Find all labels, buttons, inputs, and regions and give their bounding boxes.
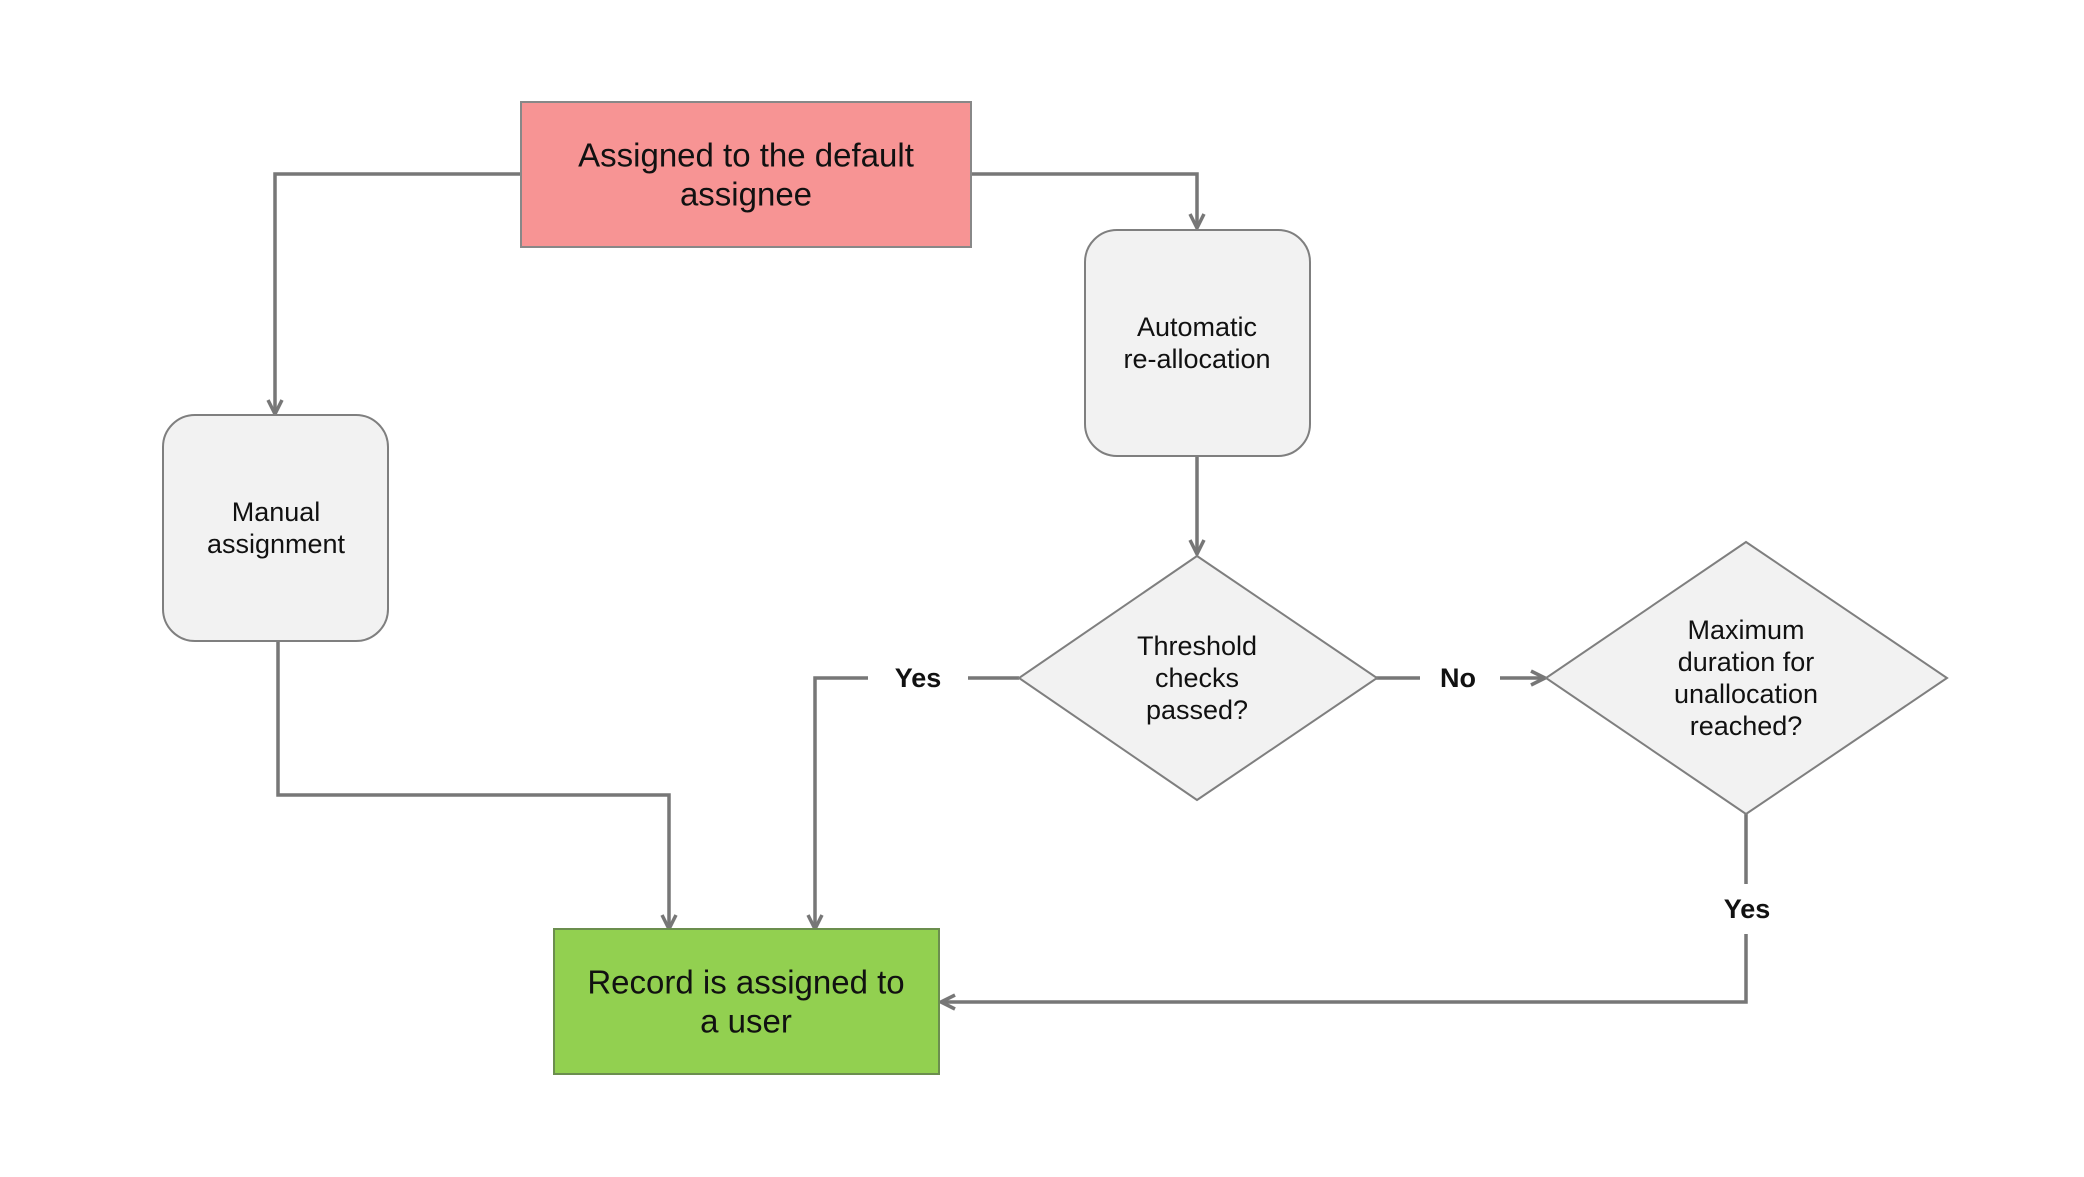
- node-label-line: Maximum: [1687, 615, 1804, 645]
- edge-labels: Yes No Yes: [868, 655, 1792, 934]
- connector-default-to-automatic: [971, 172, 1197, 228]
- connectors: [275, 172, 1748, 1002]
- node-label-line: re-allocation: [1123, 344, 1270, 374]
- node-label-line: reached?: [1690, 711, 1803, 741]
- node-max-duration-check-diamond: [1544, 540, 1949, 816]
- node-label-line: Threshold: [1137, 631, 1257, 661]
- node-automatic-reallocation-box: [1084, 229, 1311, 457]
- node-manual-assignment-box: [162, 414, 389, 642]
- node-label-line: unallocation: [1674, 679, 1818, 709]
- node-label-line: a user: [700, 1003, 792, 1040]
- node-record-assigned-box: [553, 928, 940, 1075]
- edge-label-max-duration-yes: Yes: [1724, 894, 1771, 924]
- node-label-line: assignment: [207, 529, 346, 559]
- connector-threshold-yes-to-record: [815, 676, 1019, 929]
- node-label-line: passed?: [1146, 695, 1248, 725]
- node-threshold-check-diamond: [1017, 554, 1379, 802]
- node-label-line: Manual: [232, 497, 321, 527]
- node-default-assignee-box: [520, 101, 972, 248]
- node-label-line: duration for: [1678, 647, 1815, 677]
- node-label-line: Assigned to the default: [578, 137, 914, 174]
- connector-manual-to-record: [276, 640, 669, 929]
- node-label-line: Automatic: [1137, 312, 1257, 342]
- node-label-line: Record is assigned to: [587, 964, 904, 1001]
- connector-default-to-manual: [275, 172, 521, 414]
- connector-max-duration-yes-to-record: [941, 814, 1748, 1002]
- edge-label-threshold-yes: Yes: [895, 663, 942, 693]
- edge-label-threshold-no: No: [1440, 663, 1476, 693]
- node-label-line: checks: [1155, 663, 1239, 693]
- node-label-line: assignee: [680, 176, 812, 213]
